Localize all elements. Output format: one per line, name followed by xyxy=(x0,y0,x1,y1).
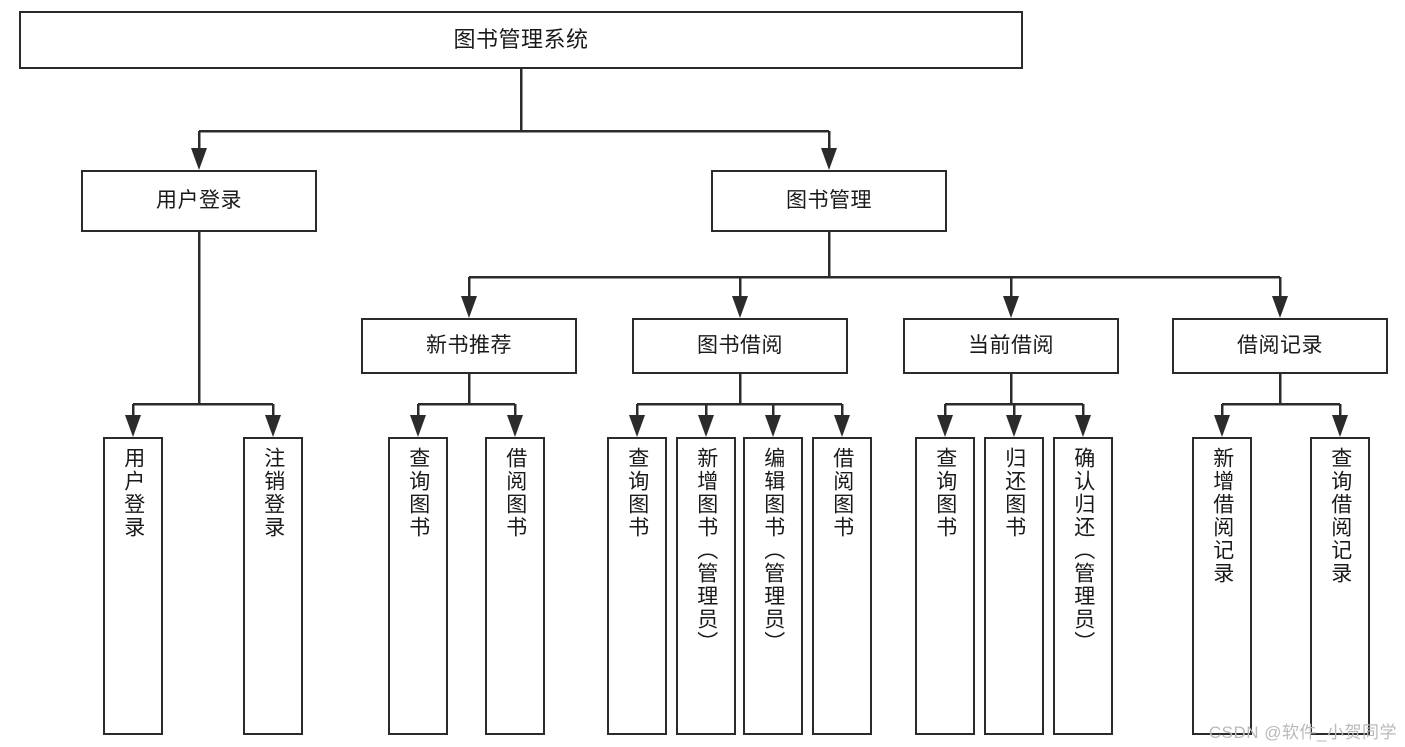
arrowhead-icon xyxy=(765,415,781,437)
arrowhead-icon xyxy=(461,296,477,318)
arrowhead-icon xyxy=(1272,296,1288,318)
node-label: 确认归还（管理员） xyxy=(1071,447,1095,654)
arrowhead-icon xyxy=(191,148,207,170)
node-new-book-rec[interactable]: 新书推荐 xyxy=(361,318,577,374)
node-label: 用户登录 xyxy=(121,447,145,539)
node-user-login[interactable]: 用户登录 xyxy=(81,170,317,232)
node-leaf-borrow-query[interactable]: 查询图书 xyxy=(607,437,667,735)
node-leaf-rec-borrow[interactable]: 借阅图书 xyxy=(485,437,545,735)
node-label: 新增图书（管理员） xyxy=(694,447,718,654)
node-label: 图书管理系统 xyxy=(453,26,589,52)
arrowhead-icon xyxy=(834,415,850,437)
arrowhead-icon xyxy=(410,415,426,437)
arrowhead-icon xyxy=(629,415,645,437)
node-leaf-rec-query[interactable]: 查询图书 xyxy=(388,437,448,735)
node-label: 查询图书 xyxy=(406,447,430,539)
node-leaf-user-logout[interactable]: 注销登录 xyxy=(243,437,303,735)
arrowhead-icon xyxy=(1075,415,1091,437)
node-label: 新书推荐 xyxy=(426,334,512,358)
node-label: 注销登录 xyxy=(261,447,285,539)
node-leaf-rec-add[interactable]: 新增借阅记录 xyxy=(1192,437,1252,735)
arrowhead-icon xyxy=(821,148,837,170)
node-leaf-borrow-do[interactable]: 借阅图书 xyxy=(812,437,872,735)
arrowhead-icon xyxy=(1006,415,1022,437)
node-label: 图书借阅 xyxy=(697,334,783,358)
node-label: 当前借阅 xyxy=(968,334,1054,358)
arrowhead-icon xyxy=(732,296,748,318)
arrowhead-icon xyxy=(1003,296,1019,318)
node-leaf-rec-search[interactable]: 查询借阅记录 xyxy=(1310,437,1370,735)
node-label: 查询图书 xyxy=(625,447,649,539)
node-current-borrow[interactable]: 当前借阅 xyxy=(903,318,1119,374)
arrowhead-icon xyxy=(265,415,281,437)
node-leaf-borrow-add[interactable]: 新增图书（管理员） xyxy=(676,437,736,735)
node-label: 用户登录 xyxy=(156,189,242,213)
node-leaf-cur-return[interactable]: 归还图书 xyxy=(984,437,1044,735)
arrowhead-icon xyxy=(698,415,714,437)
arrowhead-icon xyxy=(1332,415,1348,437)
node-label: 查询图书 xyxy=(933,447,957,539)
node-label: 图书管理 xyxy=(786,189,872,213)
node-borrow-record[interactable]: 借阅记录 xyxy=(1172,318,1388,374)
node-label: 编辑图书（管理员） xyxy=(761,447,785,654)
node-label: 归还图书 xyxy=(1002,447,1026,539)
node-leaf-cur-confirm[interactable]: 确认归还（管理员） xyxy=(1053,437,1113,735)
node-label: 借阅记录 xyxy=(1237,334,1323,358)
node-leaf-borrow-edit[interactable]: 编辑图书（管理员） xyxy=(743,437,803,735)
arrowhead-icon xyxy=(507,415,523,437)
node-label: 查询借阅记录 xyxy=(1328,447,1352,585)
node-label: 借阅图书 xyxy=(830,447,854,539)
node-leaf-cur-query[interactable]: 查询图书 xyxy=(915,437,975,735)
node-label: 新增借阅记录 xyxy=(1210,447,1234,585)
node-root[interactable]: 图书管理系统 xyxy=(19,11,1023,69)
arrowhead-icon xyxy=(125,415,141,437)
arrowhead-icon xyxy=(1214,415,1230,437)
node-label: 借阅图书 xyxy=(503,447,527,539)
arrowhead-icon xyxy=(937,415,953,437)
node-book-borrow[interactable]: 图书借阅 xyxy=(632,318,848,374)
node-leaf-user-login[interactable]: 用户登录 xyxy=(103,437,163,735)
node-book-manage[interactable]: 图书管理 xyxy=(711,170,947,232)
watermark-text: CSDN @软件_小贺同学 xyxy=(1208,723,1397,742)
